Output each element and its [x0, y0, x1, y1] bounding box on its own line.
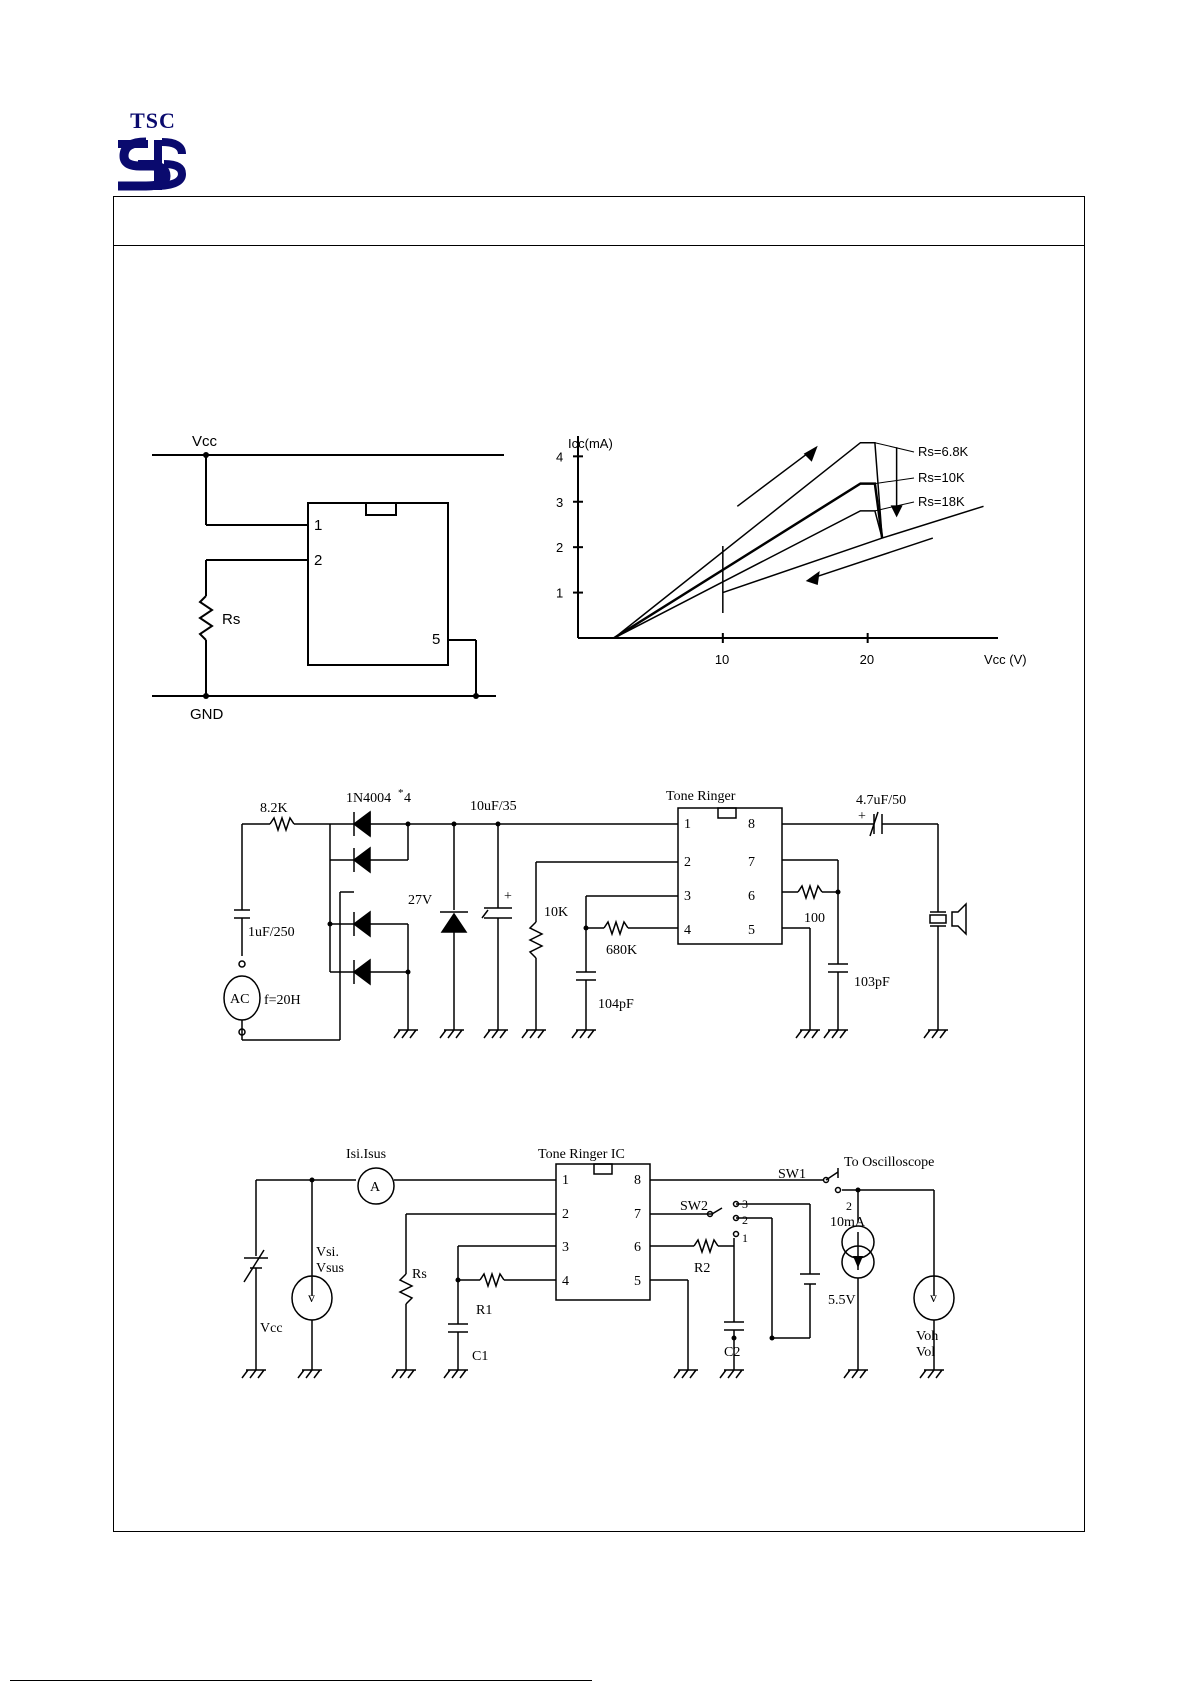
measurement-circuit-figure: Isi.Isus A Tone Ringer IC SW1 To Oscillo…	[241, 1147, 955, 1379]
ic-pin-8: 8	[748, 817, 755, 832]
ic-pin-2: 2	[562, 1207, 569, 1222]
header-rule	[113, 245, 1085, 246]
cap-10uf-label: 10uF/35	[470, 799, 517, 814]
rising-arrow	[736, 451, 811, 507]
ic-pin-8: 8	[634, 1173, 641, 1188]
ic-pin-4: 4	[562, 1274, 569, 1289]
ammeter-symbol: A	[370, 1180, 381, 1195]
cap-1uf-label: 1uF/250	[248, 925, 295, 940]
voh-label: Voh	[916, 1329, 938, 1344]
legend-label: Rs=18K	[918, 494, 965, 509]
ic-pin-7: 7	[748, 855, 755, 870]
tone-ringer-title: Tone Ringer	[666, 789, 736, 804]
falling-arrow-head	[805, 570, 820, 585]
r2-label: R2	[694, 1261, 710, 1276]
ic-pin-6: 6	[748, 889, 755, 904]
zener-label: 27V	[408, 893, 432, 908]
cap-4u7-plus: +	[858, 809, 866, 824]
icc-vcc-chart: 1 2 3 4 10 20 Icc(mA) Vcc (V) Rs=6.8K Rs=10K Rs=18…	[556, 436, 1027, 667]
vcc-label: Vcc	[192, 433, 218, 450]
ic-pin-4: 4	[684, 923, 691, 938]
ic-pin-3: 3	[562, 1240, 569, 1255]
vcc-supply-label: Vcc	[260, 1321, 283, 1336]
cap-4u7-label: 4.7uF/50	[856, 793, 906, 808]
x-tick-label: 20	[860, 652, 874, 667]
company-logo	[118, 137, 186, 191]
sw2-pos-3: 3	[742, 1197, 748, 1211]
r-680k-label: 680K	[606, 943, 637, 958]
y-axis-label: Icc(mA)	[568, 436, 613, 451]
y-tick-label: 3	[556, 495, 563, 510]
current-source-label: 10mA	[830, 1215, 866, 1230]
ic-pin-2: 2	[684, 855, 691, 870]
sw2-label: SW2	[680, 1199, 708, 1214]
c1-label: C1	[472, 1349, 488, 1364]
diode-count: 4	[404, 791, 411, 806]
ic-pin-7: 7	[634, 1207, 641, 1222]
falling-arrow	[809, 537, 934, 580]
application-circuit-figure: 8.2K 1N4004 * 4 10uF/35 Tone Ringer 4.7u…	[223, 787, 967, 1041]
gnd-label: GND	[190, 706, 224, 723]
test-circuit-figure: Vcc GND Rs 1 2 5	[152, 433, 504, 723]
x-axis-label: Vcc (V)	[984, 652, 1027, 667]
ic-pin-3: 3	[684, 889, 691, 904]
legend-leader	[874, 477, 915, 485]
cap-10uf-plus: +	[504, 889, 512, 904]
r-10k-label: 10K	[544, 905, 568, 920]
page-frame	[113, 196, 1085, 1532]
diode-part-label: 1N4004	[346, 791, 391, 806]
c2-label: C2	[724, 1345, 740, 1360]
voltmeter-out-symbol: v	[930, 1291, 937, 1306]
ic-pin-6: 6	[634, 1240, 641, 1255]
diode-star: *	[398, 787, 404, 799]
vsi-label: Vsi.	[316, 1245, 339, 1260]
y-tick-label: 1	[556, 586, 563, 601]
vsus-label: Vsus	[316, 1261, 344, 1276]
ac-source-label: AC	[230, 992, 249, 1007]
tone-ringer-ic-title: Tone Ringer IC	[538, 1147, 625, 1162]
ic-pin-5: 5	[748, 923, 755, 938]
series-line-rs-6-8k	[613, 441, 883, 639]
c-103pf-label: 103pF	[854, 975, 890, 990]
r-100-label: 100	[804, 911, 825, 926]
rising-arrow-head	[803, 445, 818, 462]
ic-pin-1: 1	[684, 817, 691, 832]
y-tick-label: 2	[556, 540, 563, 555]
footer-rule	[10, 1680, 592, 1681]
hysteresis-line	[722, 505, 984, 594]
oscilloscope-label: To Oscilloscope	[844, 1155, 934, 1170]
rs-label: Rs	[412, 1267, 427, 1282]
company-logo-text: TSC	[130, 108, 176, 133]
ammeter-label: Isi.Isus	[346, 1147, 386, 1162]
v55-label: 5.5V	[828, 1293, 856, 1308]
pin-2-label: 2	[314, 552, 322, 569]
sw2-pos-1: 1	[742, 1231, 748, 1245]
legend-label: Rs=6.8K	[918, 444, 969, 459]
legend-label: Rs=10K	[918, 470, 965, 485]
vol-label: Vol	[916, 1345, 935, 1360]
r-8k2-label: 8.2K	[260, 801, 288, 816]
y-tick-label: 4	[556, 449, 563, 464]
legend-leader	[874, 442, 915, 453]
voltmeter-symbol: v	[308, 1291, 315, 1306]
series-line-rs-18k	[613, 510, 883, 639]
ic-pin-1: 1	[562, 1173, 569, 1188]
x-tick-label: 10	[715, 652, 729, 667]
drop-arrow-head	[890, 505, 903, 518]
ic-pin-5: 5	[634, 1274, 641, 1289]
sw2-pos-2: 2	[742, 1213, 748, 1227]
frequency-label: f=20H	[264, 993, 301, 1008]
sw1-label: SW1	[778, 1167, 806, 1182]
pin-5-label: 5	[432, 631, 440, 648]
rs-label: Rs	[222, 611, 240, 628]
c-104pf-label: 104pF	[598, 997, 634, 1012]
sw1-pos-2: 2	[846, 1199, 852, 1213]
r1-label: R1	[476, 1303, 492, 1318]
series-line-rs-10k	[613, 482, 884, 640]
pin-1-label: 1	[314, 517, 322, 534]
